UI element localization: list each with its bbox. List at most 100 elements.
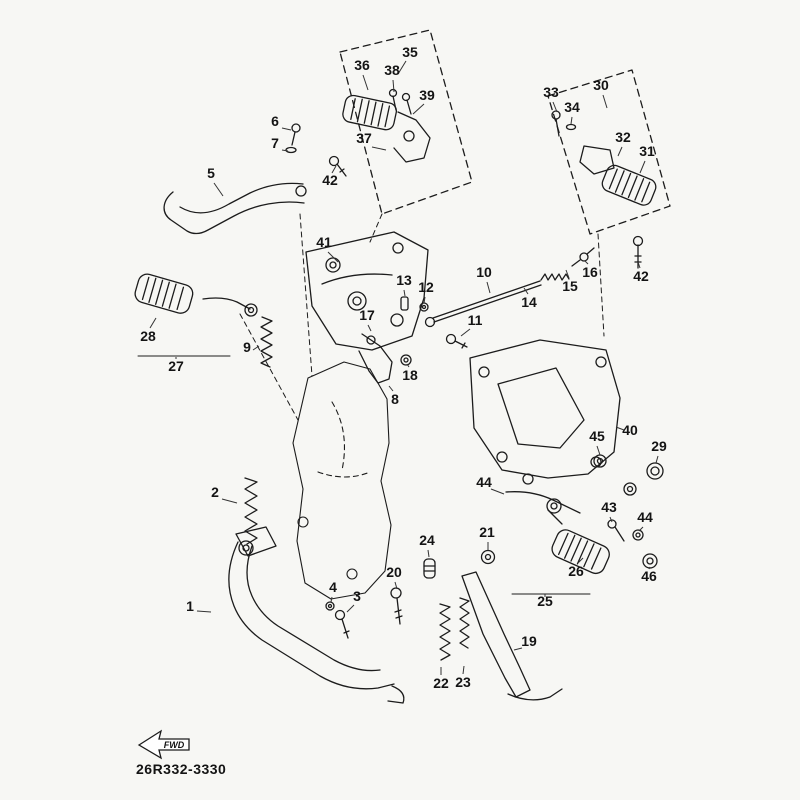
part-label-30: 30: [593, 77, 609, 93]
leader-line-16: [584, 260, 589, 265]
leader-line-14: [523, 287, 529, 295]
brake-rod-10: [424, 247, 595, 328]
leader-line-37: [371, 146, 387, 151]
part-label-42: 42: [633, 268, 649, 284]
brake-pedal: [163, 182, 307, 235]
bolt-3-washer-4: [325, 601, 350, 639]
part-label-39: 39: [419, 87, 435, 103]
leader-line-31: [639, 160, 646, 174]
part-label-6: 6: [271, 113, 279, 129]
leader-line-43: [609, 516, 613, 523]
spring-23: [459, 597, 470, 649]
lever-8: [358, 296, 429, 384]
leader-line-42: [637, 261, 641, 269]
part-label-21: 21: [479, 524, 495, 540]
part-label-31: 31: [639, 143, 655, 159]
nut-21: [480, 549, 496, 565]
part-label-16: 16: [582, 264, 598, 280]
part-label-18: 18: [402, 367, 418, 383]
part-label-26: 26: [568, 563, 584, 579]
leader-line-36: [362, 74, 369, 91]
frame-outline: [292, 361, 392, 600]
leader-line-38: [392, 79, 395, 93]
footrest-37: [342, 88, 431, 163]
leader-line-10: [486, 281, 491, 294]
part-label-14: 14: [521, 294, 537, 310]
leader-line-11: [460, 328, 471, 337]
leader-line-26: [577, 557, 584, 564]
part-label-23: 23: [455, 674, 471, 690]
construction-lines: [239, 213, 605, 421]
part-label-10: 10: [476, 264, 492, 280]
part-label-4: 4: [329, 579, 337, 595]
bracket-41: [305, 231, 429, 351]
leader-line-23: [462, 665, 465, 675]
diagram-art: [134, 29, 671, 704]
leader-line-24: [427, 549, 430, 558]
part-label-44: 44: [637, 509, 653, 525]
leader-line-33: [552, 101, 558, 113]
bracket-40: [469, 339, 621, 479]
part-label-45: 45: [589, 428, 605, 444]
leader-line-12: [423, 296, 426, 304]
part-label-41: 41: [316, 234, 332, 250]
fwd-arrow-icon: [137, 729, 190, 760]
part-label-1: 1: [186, 598, 194, 614]
leader-line-41: [327, 251, 339, 263]
leader-line-44: [638, 526, 644, 532]
part-label-19: 19: [521, 633, 537, 649]
part-label-25: 25: [537, 593, 553, 609]
part-label-34: 34: [564, 99, 580, 115]
leader-line-6: [281, 127, 292, 131]
part-label-20: 20: [386, 564, 402, 580]
leader-line-30: [602, 94, 608, 109]
part-label-27: 27: [168, 358, 184, 374]
leader-line-1: [196, 610, 212, 613]
leader-line-7: [281, 149, 289, 152]
leader-line-15: [565, 269, 570, 279]
part-label-33: 33: [543, 84, 559, 100]
leader-line-3: [346, 604, 355, 613]
leader-line-20: [394, 581, 398, 590]
bolt-20: [390, 587, 403, 625]
spring-22: [439, 603, 451, 661]
part-label-35: 35: [402, 44, 418, 60]
part-label-11: 11: [468, 312, 483, 328]
assembly-box-30: [547, 69, 671, 235]
leader-line-29: [655, 455, 659, 464]
bolt-42-right: [632, 235, 644, 269]
part-label-32: 32: [615, 129, 631, 145]
leader-line-28: [149, 317, 157, 329]
part-label-38: 38: [384, 62, 400, 78]
leader-line-4: [330, 596, 333, 603]
part-label-3: 3: [353, 588, 361, 604]
collar-24: [423, 558, 436, 579]
leader-line-35: [397, 60, 407, 75]
part-label-15: 15: [562, 278, 578, 294]
part-label-12: 12: [418, 279, 434, 295]
stand-19: [461, 571, 563, 701]
part-label-36: 36: [354, 57, 370, 73]
bolt-11: [445, 333, 468, 349]
part-label-29: 29: [651, 438, 667, 454]
part-label-8: 8: [391, 391, 399, 407]
leader-line-13: [403, 289, 406, 297]
part-label-17: 17: [359, 307, 375, 323]
leader-line-34: [570, 116, 573, 125]
leader-line-46: [648, 566, 651, 570]
spring-9: [260, 316, 273, 368]
leader-line-44: [490, 488, 505, 495]
leader-line-17: [367, 324, 372, 332]
fwd-indicator: FWD: [137, 729, 190, 760]
leader-line-40: [615, 426, 625, 431]
bolt-6-washer-7: [285, 123, 301, 154]
bolt-42-left: [328, 155, 347, 177]
leader-line-39: [412, 103, 425, 115]
leader-line-8: [388, 385, 394, 392]
part-label-40: 40: [622, 422, 638, 438]
leader-line-19: [513, 647, 523, 651]
part-label-7: 7: [271, 135, 279, 151]
